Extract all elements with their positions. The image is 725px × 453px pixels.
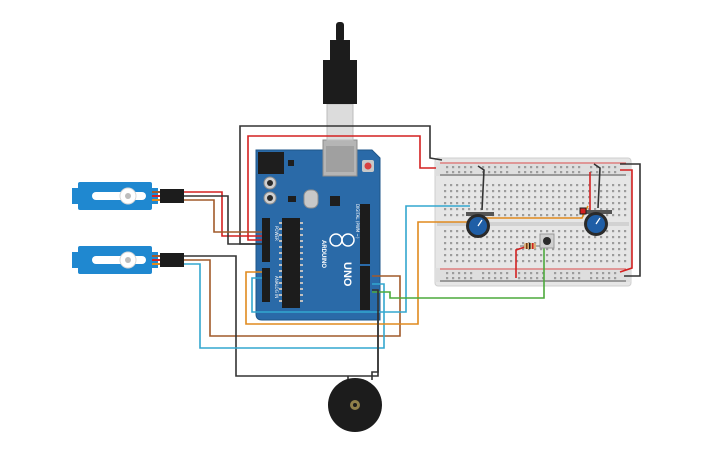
pushbutton[interactable]: [539, 233, 555, 249]
wire-servo1-power: [184, 191, 262, 237]
potentiometer-2[interactable]: [584, 210, 612, 236]
wire-servo1-signal: [184, 199, 262, 233]
wire-buzzer-to-arduino: [371, 289, 379, 380]
wire-pot2-black: [593, 163, 601, 209]
breadboard-holes: [444, 166, 627, 280]
servo-1[interactable]: [72, 182, 184, 210]
analog-section-label: ANALOG IN: [274, 276, 279, 298]
wire-servo2-signal: [184, 259, 401, 337]
power-header[interactable]: [262, 218, 270, 262]
wire-right-red-rail: [619, 169, 633, 273]
wire-right-black-rail: [620, 163, 641, 277]
wire-orange-analog: [245, 221, 470, 325]
wire-red-resistor: [515, 245, 529, 278]
wire-cyan-analog: [251, 205, 470, 313]
breadboard-component[interactable]: [579, 207, 587, 215]
power-section-label: POWER: [274, 226, 279, 241]
wire-red-5v: [247, 135, 436, 241]
resistor[interactable]: [520, 243, 540, 249]
piezo-buzzer[interactable]: [328, 378, 382, 432]
breadboard[interactable]: [434, 157, 632, 287]
digital-header-bottom[interactable]: [360, 266, 370, 310]
potentiometer-1[interactable]: [466, 212, 494, 238]
arduino-uno-board[interactable]: ARDUINO UNO DIGITAL (PWM ~) POWER ANALOG…: [255, 139, 381, 321]
wire-servo1-ground: [184, 195, 262, 245]
board-brand: ARDUINO: [320, 240, 326, 268]
wires: [184, 125, 641, 380]
digital-header-top[interactable]: [360, 204, 370, 264]
board-model: UNO: [341, 262, 353, 287]
wire-green-button: [372, 242, 545, 299]
microcontroller-pins: [279, 222, 303, 302]
digital-section-label: DIGITAL (PWM ~): [355, 204, 360, 239]
arduino-logo-icon: [329, 233, 355, 247]
usb-cable[interactable]: [323, 22, 357, 141]
servo-2[interactable]: [72, 246, 184, 274]
analog-header[interactable]: [262, 268, 270, 302]
wire-pot1-black: [477, 165, 485, 211]
wire-servo2-power: [184, 263, 385, 349]
